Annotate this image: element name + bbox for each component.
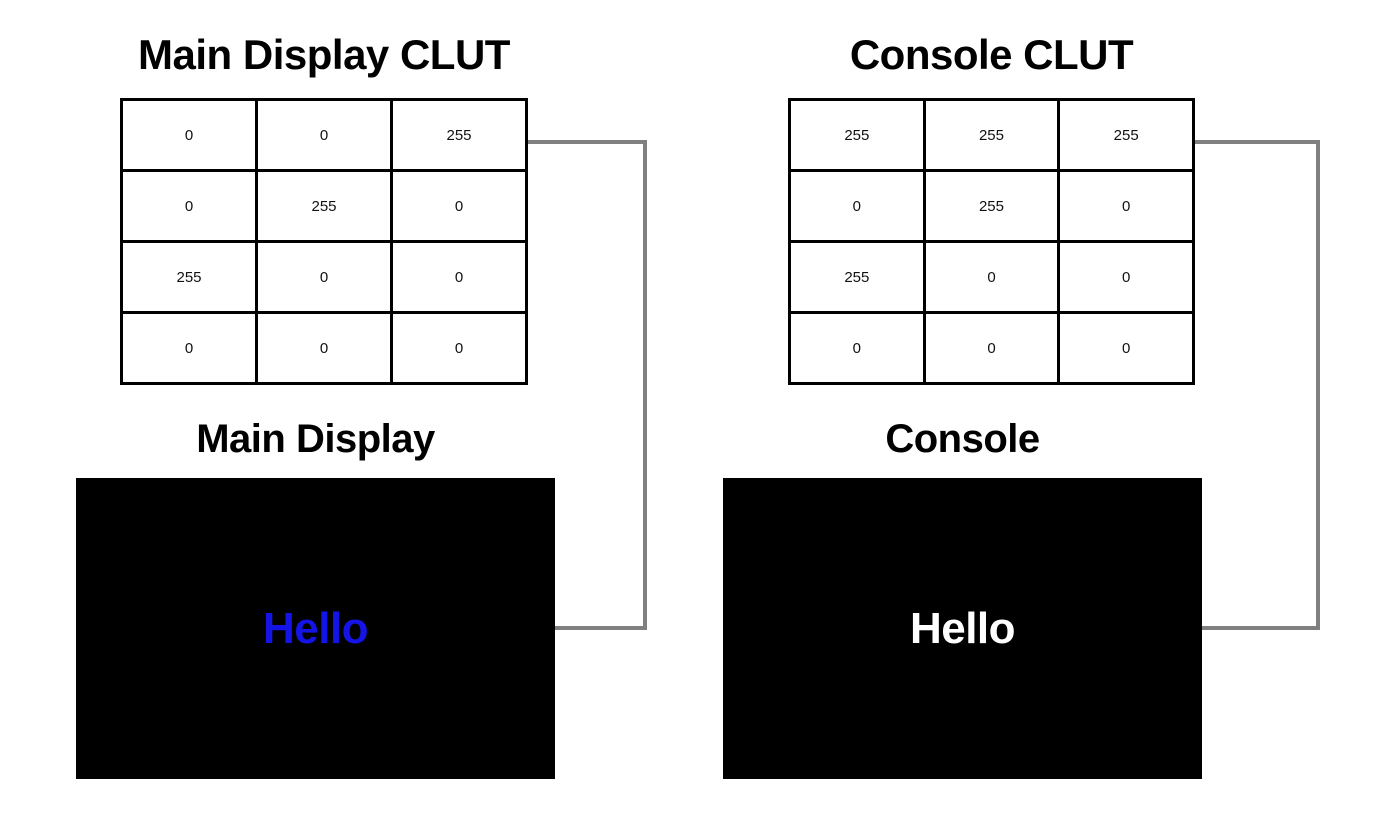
table-row: 0 0 0: [788, 311, 1195, 385]
clut-cell: 255: [922, 98, 1061, 172]
clut-cell: 0: [120, 169, 258, 243]
clut-cell: 0: [1057, 169, 1195, 243]
clut-cell: 255: [788, 98, 926, 172]
table-row: 255 0 0: [788, 240, 1195, 314]
clut-cell: 255: [390, 98, 528, 172]
clut-cell: 0: [1057, 240, 1195, 314]
clut-cell: 0: [922, 311, 1061, 385]
clut-cell: 0: [922, 240, 1061, 314]
clut-cell: 255: [255, 169, 393, 243]
clut-cell: 0: [255, 98, 393, 172]
table-row: 0 255 0: [788, 169, 1195, 243]
console-clut-title: Console CLUT: [849, 31, 1134, 78]
main-display-hello-text: Hello: [262, 604, 369, 653]
table-row: 0 255 0: [120, 169, 528, 243]
main-display-clut-table: 0 0 255 0 255 0 255 0 0 0 0 0: [120, 98, 528, 385]
main-display-panel: Hello: [76, 478, 555, 779]
clut-cell: 255: [120, 240, 258, 314]
clut-cell: 0: [120, 311, 258, 385]
clut-cell: 255: [1057, 98, 1195, 172]
clut-cell: 0: [390, 311, 528, 385]
main-display-clut-title: Main Display CLUT: [138, 31, 510, 78]
clut-cell: 255: [788, 240, 926, 314]
console-clut-table: 255 255 255 0 255 0 255 0 0 0 0 0: [788, 98, 1195, 385]
table-row: 0 0 0: [120, 311, 528, 385]
table-row: 255 255 255: [788, 98, 1195, 172]
clut-cell: 0: [255, 311, 393, 385]
clut-cell: 0: [390, 240, 528, 314]
clut-cell: 0: [390, 169, 528, 243]
clut-cell: 0: [120, 98, 258, 172]
console-title: Console: [885, 417, 1040, 461]
console-hello-text: Hello: [909, 604, 1016, 653]
clut-cell: 0: [788, 169, 926, 243]
clut-cell: 0: [1057, 311, 1195, 385]
clut-cell: 0: [255, 240, 393, 314]
clut-cell: 0: [788, 311, 926, 385]
table-row: 255 0 0: [120, 240, 528, 314]
clut-table-body: 0 0 255 0 255 0 255 0 0 0 0 0: [120, 98, 528, 385]
clut-cell: 255: [922, 169, 1061, 243]
console-panel: Hello: [723, 478, 1202, 779]
main-display-title: Main Display: [196, 417, 435, 461]
table-row: 0 0 255: [120, 98, 528, 172]
clut-table-body: 255 255 255 0 255 0 255 0 0 0 0 0: [788, 98, 1195, 385]
